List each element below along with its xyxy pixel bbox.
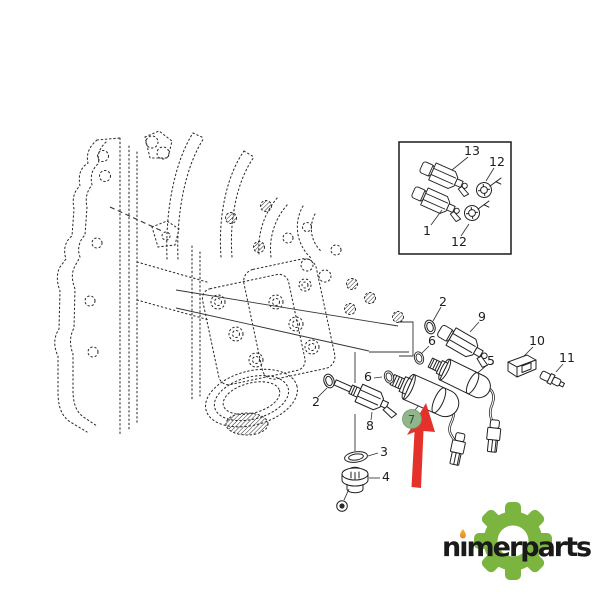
callout-2-top-label: 2 <box>439 294 447 309</box>
callout-12-bottom-label: 12 <box>451 234 467 249</box>
transmission-case-drawing <box>54 130 405 437</box>
callout-6-left-label: 6 <box>364 369 372 384</box>
callout-6-top-label: 6 <box>428 333 436 348</box>
part-6-oring-top <box>412 350 426 366</box>
callout-3-label: 3 <box>380 444 388 459</box>
part-11-terminal <box>539 370 565 388</box>
flame-tittle-icon <box>460 529 466 539</box>
callout-4-label: 4 <box>382 469 390 484</box>
callout-13-label: 13 <box>464 143 480 158</box>
callout-5-label: 5 <box>487 353 495 368</box>
callout-11-label: 11 <box>559 350 575 365</box>
gear-icon <box>474 502 552 580</box>
callout-2-left-label: 2 <box>312 394 320 409</box>
part-8-sensor <box>333 379 398 419</box>
callout-leaders <box>317 306 564 479</box>
small-ring <box>336 500 348 512</box>
callout-12-top-label: 12 <box>489 154 505 169</box>
brand-logo: nımerparts <box>442 502 593 580</box>
leader-lines <box>175 289 414 501</box>
part-5-solenoid <box>427 357 491 399</box>
callout-10-label: 10 <box>529 333 545 348</box>
part-5-connector-plug <box>484 418 503 454</box>
callout-1-label: 1 <box>423 223 431 238</box>
callout-7-label: 7 <box>408 413 415 427</box>
part-2-oring-left <box>321 372 337 390</box>
callout-9-label: 9 <box>478 309 486 324</box>
logo-text: nımerparts <box>442 532 591 563</box>
part-4-plug <box>341 466 369 494</box>
inset-box <box>398 141 512 255</box>
part-7-connector-plug <box>447 431 468 467</box>
callout-labels: 13 12 1 12 2 9 6 5 10 11 6 2 8 3 4 <box>312 143 575 484</box>
callout-8-label: 8 <box>366 418 374 433</box>
part-10-connector <box>507 354 537 378</box>
part-7-highlight-badge: 7 <box>402 409 422 429</box>
part-3-washer <box>344 451 368 463</box>
